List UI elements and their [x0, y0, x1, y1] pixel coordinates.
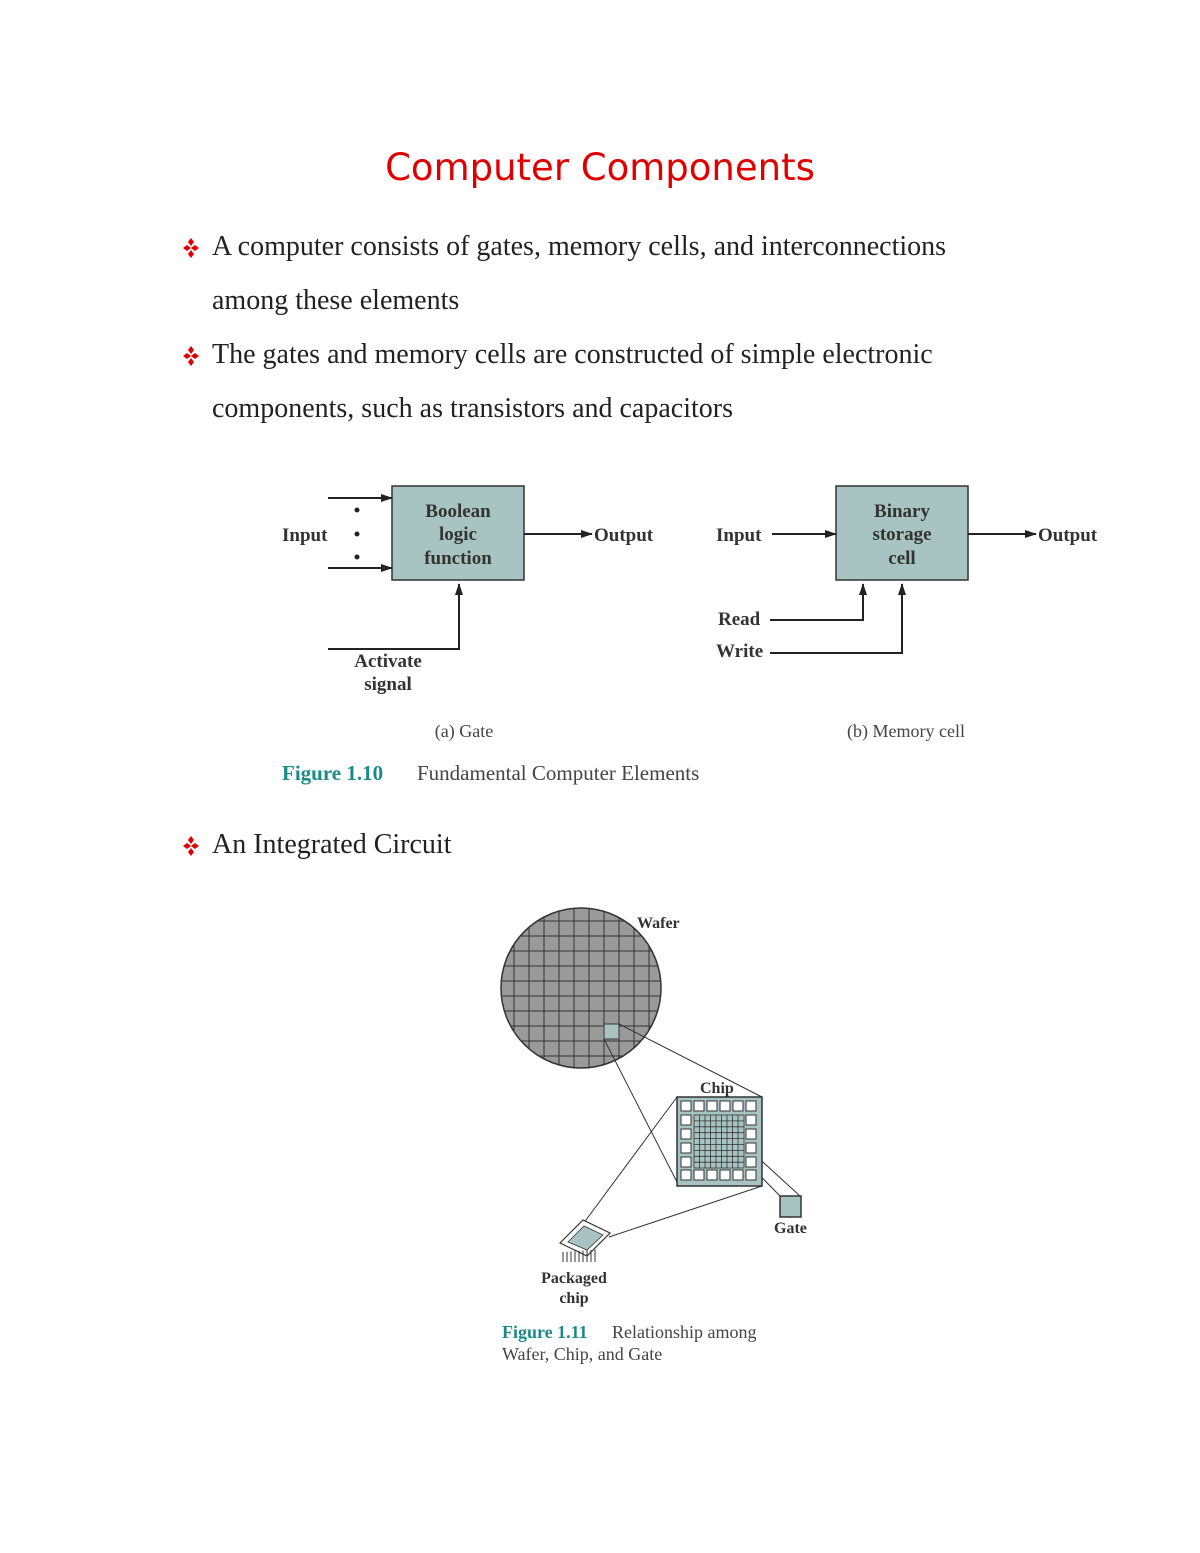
chip-pad	[706, 1100, 718, 1112]
chip-label: Chip	[700, 1080, 734, 1097]
chip-to-packaged-line	[608, 1185, 763, 1238]
read-line	[770, 583, 867, 621]
gate-caption: (a) Gate	[435, 721, 493, 742]
memory-cell-diagram: Binary storage cell Input Output Read Wr…	[716, 485, 1098, 742]
chip-pad	[693, 1169, 705, 1181]
bullet-item-1: A computer consists of gates, memory cel…	[183, 220, 1112, 328]
chip-pad	[745, 1114, 757, 1126]
chip-pad	[680, 1100, 692, 1112]
packaged-chip	[558, 1219, 612, 1262]
write-label: Write	[716, 641, 763, 662]
chip-pad	[719, 1100, 731, 1112]
chip	[676, 1096, 763, 1187]
figure-1-11-caption-line-2: Wafer, Chip, and Gate	[502, 1344, 662, 1364]
chip-pad	[680, 1169, 692, 1181]
gate-label: Gate	[774, 1220, 807, 1237]
boolean-logic-box	[391, 485, 525, 581]
write-line	[770, 583, 906, 654]
gate-input-dot	[354, 554, 360, 560]
chip-pad	[706, 1169, 718, 1181]
binary-storage-box	[835, 485, 969, 581]
chip-to-packaged-line	[582, 1096, 678, 1225]
boolean-box-line-2: logic	[439, 524, 477, 545]
boolean-box-line-1: Boolean	[425, 501, 491, 522]
highlighted-chip-on-wafer	[603, 1023, 620, 1040]
figure-1-11-caption-line-1: Relationship among	[612, 1322, 756, 1342]
chip-pad	[745, 1169, 757, 1181]
page-title: Computer Components	[385, 146, 815, 189]
chip-pad	[680, 1156, 692, 1168]
gate-input-dot	[354, 507, 360, 513]
bullet-3-line-1: An Integrated Circuit	[212, 829, 452, 860]
bullet-2-line-1: The gates and memory cells are construct…	[212, 339, 933, 370]
memory-input-label: Input	[716, 525, 762, 546]
gate-input-label: Input	[282, 525, 328, 546]
chip-pad	[732, 1100, 744, 1112]
chip-pad	[680, 1142, 692, 1154]
chip-pad	[680, 1114, 692, 1126]
wafer-to-chip-line	[603, 1038, 678, 1183]
chip-pad	[719, 1169, 731, 1181]
chip-pad	[693, 1100, 705, 1112]
chip-pad	[680, 1128, 692, 1140]
bullet-1-line-2: among these elements	[212, 285, 460, 316]
diamond-bullet-icon	[183, 836, 199, 856]
chip-pad	[745, 1100, 757, 1112]
figure-1-10: Boolean logic function Input Output Acti…	[282, 485, 1098, 785]
activate-label-line-2: signal	[364, 674, 412, 695]
read-label: Read	[718, 609, 761, 630]
bullet-item-2: The gates and memory cells are construct…	[183, 328, 1112, 436]
memory-output-label: Output	[1038, 525, 1098, 546]
figure-1-10-title: Fundamental Computer Elements	[417, 761, 699, 785]
bullet-item-3: An Integrated Circuit	[183, 818, 1112, 872]
diamond-bullet-icon	[183, 346, 199, 366]
chip-pad	[732, 1169, 744, 1181]
gate-input-dot	[354, 531, 360, 537]
storage-box-line-3: cell	[888, 548, 915, 569]
storage-box-line-1: Binary	[874, 501, 930, 522]
wafer-to-chip-line	[618, 1023, 763, 1098]
diamond-bullet-icon	[183, 238, 199, 258]
wafer-label: Wafer	[637, 915, 680, 932]
gate-square	[779, 1195, 802, 1218]
packaged-label-line-2: chip	[559, 1290, 588, 1307]
bullet-1-line-1: A computer consists of gates, memory cel…	[212, 231, 947, 262]
storage-box-line-2: storage	[872, 524, 931, 545]
memory-caption: (b) Memory cell	[847, 721, 965, 742]
chip-pad	[745, 1142, 757, 1154]
activate-signal-line	[328, 583, 463, 650]
activate-label-line-1: Activate	[354, 651, 422, 672]
chip-core	[693, 1114, 745, 1169]
figure-1-11: Wafer Chip Gate Packaged chip Figure 1.1…	[500, 907, 807, 1364]
gate-diagram: Boolean logic function Input Output Acti…	[282, 485, 654, 742]
chip-pad	[745, 1156, 757, 1168]
figure-1-10-number: Figure 1.10	[282, 761, 383, 785]
boolean-box-line-3: function	[424, 548, 492, 569]
packaged-label-line-1: Packaged	[541, 1270, 607, 1287]
figure-1-11-number: Figure 1.11	[502, 1322, 588, 1342]
chip-pad	[745, 1128, 757, 1140]
bullet-2-line-2: components, such as transistors and capa…	[212, 393, 733, 424]
gate-output-label: Output	[594, 525, 654, 546]
